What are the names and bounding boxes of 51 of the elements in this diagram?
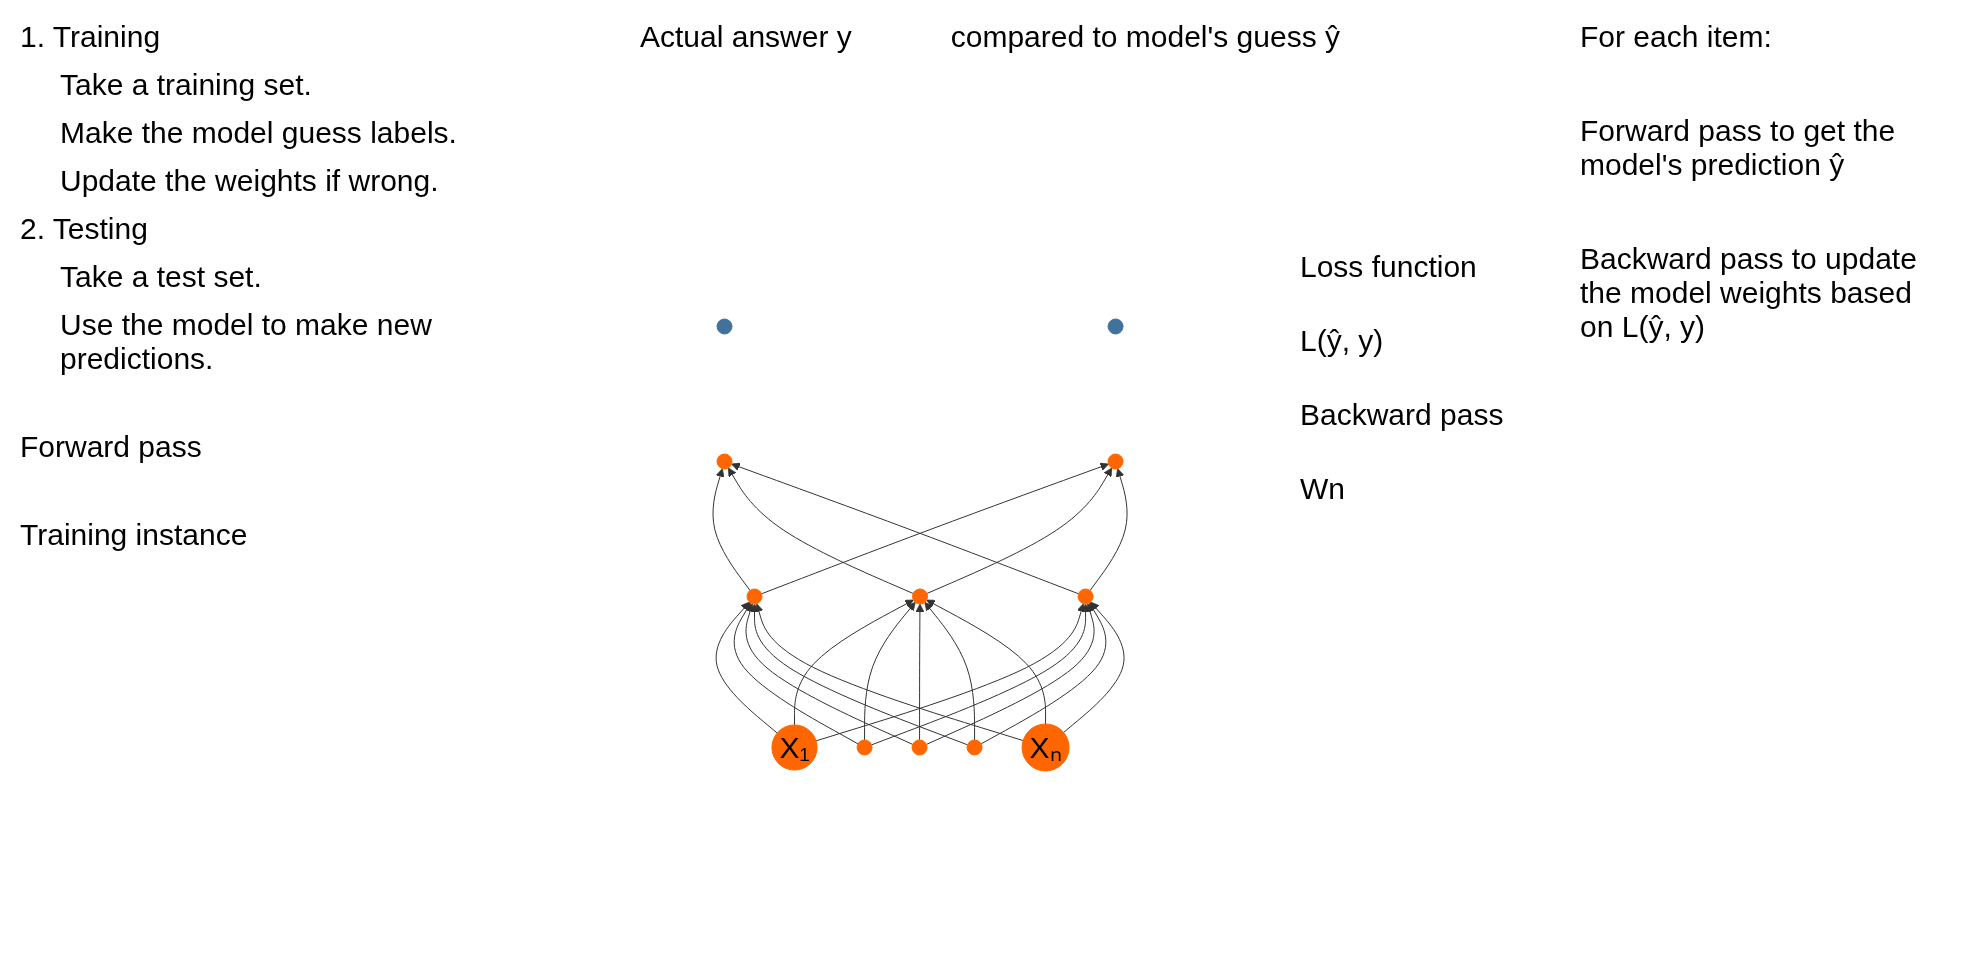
note-text: Backward pass to update the model weights based on L(ŷ, y) [1580, 242, 1918, 344]
arrow [712, 468, 751, 591]
note-text: Take a test set. [59, 260, 263, 294]
arrow [760, 462, 1109, 595]
note-text: Wn [1300, 472, 1346, 506]
node-circle: Xₙ [1021, 723, 1070, 772]
arrow [715, 601, 778, 734]
node-circle [1077, 588, 1094, 605]
arrow [871, 603, 1090, 746]
node-circle: X₁ [771, 724, 818, 771]
arrow [980, 602, 1107, 745]
arrow [915, 603, 925, 741]
node-circle [716, 318, 733, 335]
arrow [864, 601, 916, 741]
note-text: Use the model to make new predictions. [59, 308, 433, 376]
arrow [926, 599, 1047, 725]
note-text: L(ŷ, y) [1300, 324, 1385, 358]
node-circle [746, 588, 763, 605]
arrow [925, 603, 1095, 745]
node-circle [911, 739, 928, 756]
note-text: Forward pass [20, 430, 203, 464]
arrow [750, 603, 968, 746]
note-text: Update the weights if wrong. [59, 164, 440, 198]
arrow [926, 467, 1113, 594]
note-text: Loss function [1300, 250, 1478, 284]
arrow [1089, 468, 1128, 591]
note-text: 2. Testing [20, 212, 149, 246]
node-circle [856, 739, 873, 756]
arrow [727, 467, 914, 594]
note-text: compared to model's guess ŷ [950, 20, 1340, 54]
note-text: For each item: [1580, 20, 1773, 54]
arrow [815, 603, 1086, 742]
node-circle [1107, 318, 1124, 335]
note-text: Forward pass to get the model's prediction ŷ [1580, 114, 1897, 182]
note-text: Training instance [20, 518, 249, 552]
arrow [754, 603, 1024, 742]
arrow [924, 601, 975, 741]
arrow [793, 599, 914, 726]
arrow [745, 603, 914, 745]
note-text: Take a training set. [59, 68, 313, 102]
note-text: Actual answer y [640, 20, 852, 54]
node-circle [912, 588, 928, 605]
node-circle [716, 453, 733, 470]
arrow [731, 462, 1080, 595]
note-text: Make the model guess labels. [59, 116, 458, 150]
note-text: Backward pass [1300, 398, 1505, 432]
note-text: 1. Training [20, 20, 162, 54]
arrow [733, 602, 859, 745]
arrow [1063, 601, 1125, 733]
node-circle [966, 739, 983, 756]
node-circle [1107, 453, 1124, 470]
